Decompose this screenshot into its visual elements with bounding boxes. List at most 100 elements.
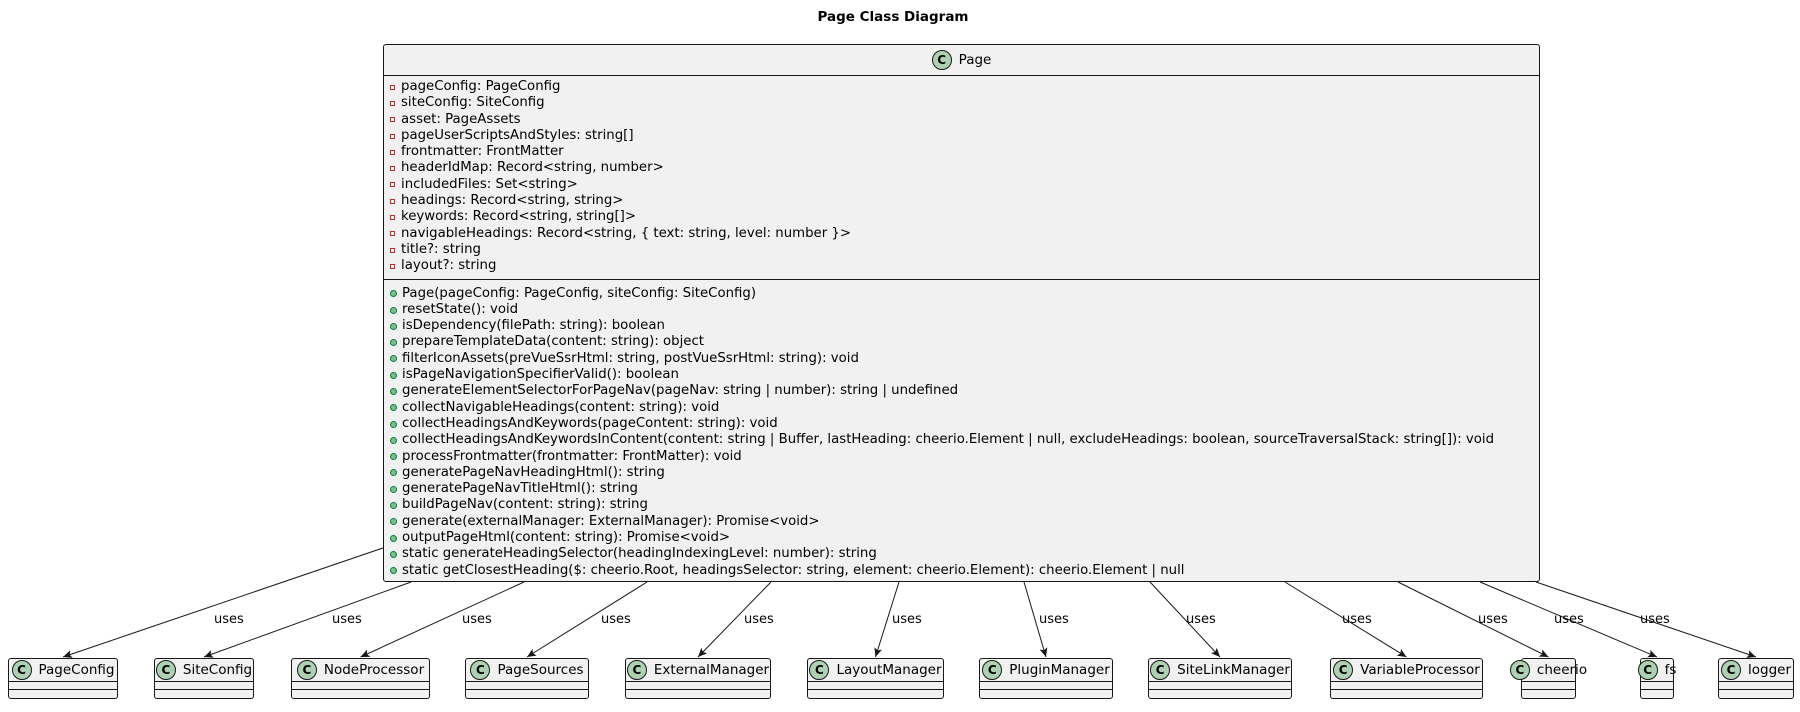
private-visibility-icon — [390, 166, 395, 172]
divider — [1331, 689, 1482, 690]
divider — [1641, 681, 1673, 682]
diagram-title: Page Class Diagram — [817, 9, 969, 25]
method-row: collectNavigableHeadings(content: string… — [390, 400, 1539, 416]
method-row: resetState(): void — [390, 302, 1539, 318]
attribute-text: pageUserScriptsAndStyles: string[] — [401, 127, 634, 143]
divider — [466, 689, 588, 690]
private-visibility-icon — [390, 198, 395, 204]
attribute-row: navigableHeadings: Record<string, { text… — [390, 226, 1539, 242]
dependency-class-layoutmanager[interactable]: C LayoutManager — [807, 658, 944, 699]
class-badge-icon: C — [11, 660, 32, 680]
class-badge-icon: C — [470, 660, 491, 680]
method-text: static generateHeadingSelector(headingIn… — [402, 546, 877, 562]
private-visibility-icon — [390, 215, 395, 221]
page-class-header: C Page — [384, 45, 1539, 75]
public-visibility-icon — [390, 502, 397, 510]
divider — [1719, 681, 1793, 682]
attribute-row: keywords: Record<string, string[]> — [390, 209, 1539, 225]
divider — [292, 689, 429, 690]
dependency-class-siteconfig[interactable]: C SiteConfig — [154, 658, 254, 699]
uses-arrow — [1479, 581, 1658, 658]
divider — [292, 681, 429, 682]
attribute-row: asset: PageAssets — [390, 112, 1539, 128]
method-text: generate(externalManager: ExternalManage… — [402, 513, 820, 529]
dependency-name: SiteConfig — [182, 662, 253, 678]
attribute-row: siteConfig: SiteConfig — [390, 95, 1539, 111]
uses-label: uses — [601, 612, 631, 627]
class-badge-icon: C — [296, 660, 317, 680]
attribute-text: navigableHeadings: Record<string, { text… — [401, 225, 852, 241]
public-visibility-icon — [390, 404, 397, 412]
uses-arrow — [874, 581, 900, 658]
attribute-text: keywords: Record<string, string[]> — [401, 209, 636, 225]
dependency-name: logger — [1747, 662, 1791, 678]
method-row: collectHeadingsAndKeywords(pageContent: … — [390, 416, 1539, 432]
class-badge-icon: C — [155, 660, 176, 680]
attribute-text: title?: string — [401, 241, 481, 257]
empty-attributes — [808, 682, 943, 689]
uses-label: uses — [1554, 612, 1584, 627]
uses-arrow — [1535, 581, 1757, 658]
uses-label: uses — [1186, 612, 1216, 627]
uses-label: uses — [892, 612, 922, 627]
method-text: generateElementSelectorForPageNav(pageNa… — [402, 383, 959, 399]
dependency-name: LayoutManager — [836, 662, 942, 678]
attribute-text: headings: Record<string, string> — [401, 193, 624, 209]
empty-attributes — [155, 682, 253, 689]
methods-section: Page(pageConfig: PageConfig, siteConfig:… — [384, 280, 1539, 579]
public-visibility-icon — [390, 518, 397, 526]
private-visibility-icon — [390, 263, 395, 269]
divider — [980, 681, 1112, 682]
public-visibility-icon — [390, 339, 397, 347]
class-badge-icon: C — [1333, 660, 1354, 680]
method-row: generateElementSelectorForPageNav(pageNa… — [390, 383, 1539, 399]
divider — [466, 681, 588, 682]
method-row: generatePageNavHeadingHtml(): string — [390, 465, 1539, 481]
method-row: processFrontmatter(frontmatter: FrontMat… — [390, 449, 1539, 465]
public-visibility-icon — [390, 371, 397, 379]
attribute-row: layout?: string — [390, 258, 1539, 274]
attribute-row: title?: string — [390, 242, 1539, 258]
divider — [1522, 689, 1575, 690]
public-visibility-icon — [390, 355, 397, 363]
private-visibility-icon — [390, 117, 395, 123]
method-text: collectHeadingsAndKeywordsInContent(cont… — [402, 432, 1495, 448]
method-row: outputPageHtml(content: string): Promise… — [390, 530, 1539, 546]
method-text: buildPageNav(content: string): string — [402, 497, 648, 513]
private-visibility-icon — [390, 133, 395, 139]
class-badge-icon: C — [1150, 660, 1171, 680]
dependency-name: cheerio — [1536, 662, 1588, 678]
class-badge-icon: C — [809, 660, 830, 680]
divider — [1331, 681, 1482, 682]
class-badge-icon: C — [1720, 660, 1741, 680]
method-row: collectHeadingsAndKeywordsInContent(cont… — [390, 432, 1539, 448]
divider — [9, 681, 117, 682]
public-visibility-icon — [390, 306, 397, 314]
class-badge-icon: C — [626, 660, 647, 680]
method-row: isPageNavigationSpecifierValid(): boolea… — [390, 367, 1539, 383]
uses-label: uses — [744, 612, 774, 627]
method-text: resetState(): void — [402, 301, 519, 317]
empty-attributes — [466, 682, 588, 689]
public-visibility-icon — [390, 485, 397, 493]
class-badge-icon: C — [1509, 660, 1530, 680]
public-visibility-icon — [390, 550, 397, 558]
private-visibility-icon — [390, 182, 395, 188]
attribute-row: pageConfig: PageConfig — [390, 79, 1539, 95]
